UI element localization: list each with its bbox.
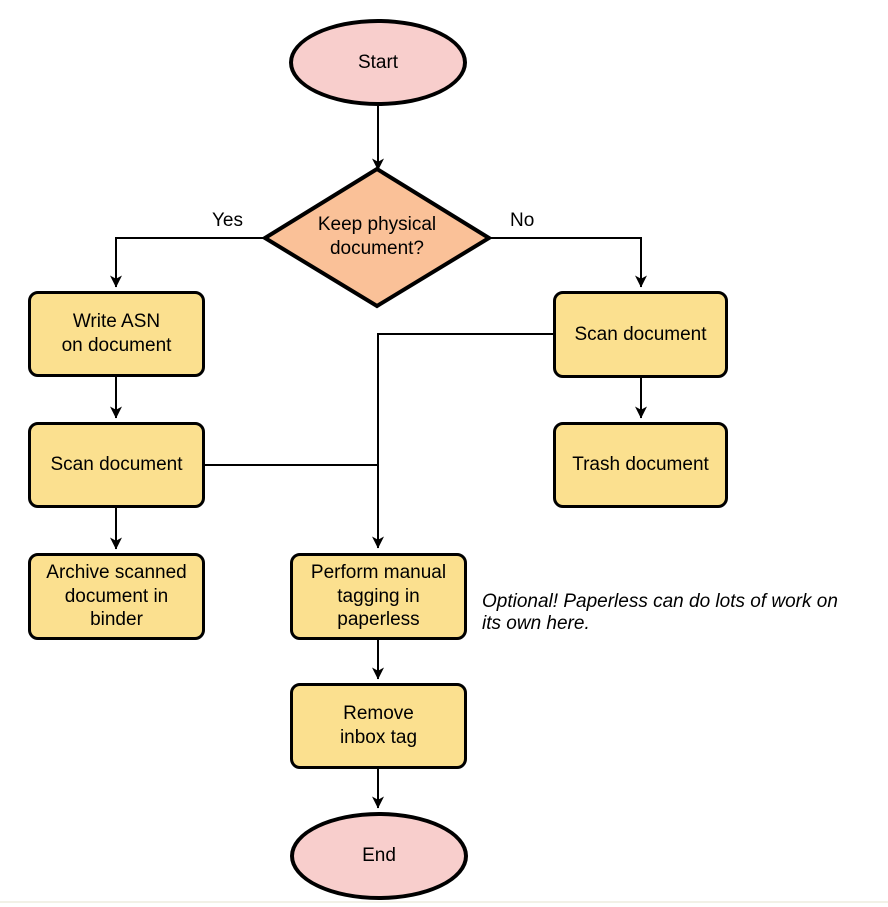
edge-label-no: No (508, 210, 537, 231)
node-archive-binder: Archive scanned document in binder (28, 553, 205, 640)
node-remove-inbox-tag: Remove inbox tag (290, 683, 467, 769)
node-decision-label: Keep physical document? (317, 214, 437, 259)
edge-scanright-tagging (372, 333, 553, 549)
edge-decision-yes (110, 237, 265, 288)
node-scan-document-left: Scan document (28, 422, 205, 508)
node-end: End (290, 812, 468, 900)
node-manual-tagging: Perform manual tagging in paperless (290, 553, 467, 640)
page-bottom-divider (0, 901, 888, 903)
node-trash-document: Trash document (553, 422, 728, 508)
node-scan-document-right: Scan document (553, 291, 728, 378)
edge-decision-no (489, 237, 647, 288)
node-write-asn: Write ASN on document (28, 291, 205, 377)
node-start: Start (289, 19, 467, 106)
edge-label-yes: Yes (210, 210, 245, 231)
optional-note: Optional! Paperless can do lots of work … (482, 591, 838, 635)
